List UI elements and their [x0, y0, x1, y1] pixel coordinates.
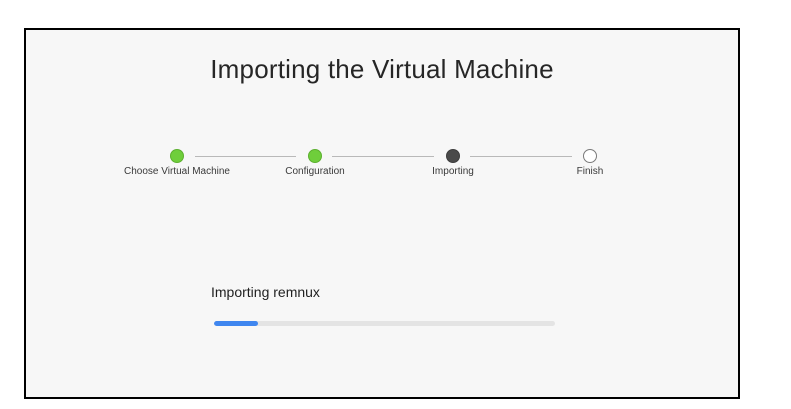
- step-label-configuration: Configuration: [285, 166, 345, 177]
- step-indicator-choose-virtual-machine: [170, 149, 184, 163]
- step-connector: [195, 156, 296, 157]
- step-indicator-finish: [583, 149, 597, 163]
- step-indicator-configuration: [308, 149, 322, 163]
- progress-bar: [214, 321, 555, 326]
- step-label-importing: Importing: [432, 166, 474, 177]
- page-title: Importing the Virtual Machine: [210, 54, 554, 84]
- progress-bar-fill: [214, 321, 259, 326]
- step-label-finish: Finish: [576, 166, 604, 177]
- step-connector: [470, 156, 572, 157]
- step-indicator-importing: [446, 149, 460, 163]
- progress-status-text: Importing remnux: [211, 284, 320, 300]
- step-connector: [332, 156, 434, 157]
- step-label-choose-virtual-machine: Choose Virtual Machine: [124, 166, 230, 177]
- import-window: Importing the Virtual Machine Choose Vir…: [24, 28, 740, 399]
- progress-stepper: Choose Virtual Machine Configuration Imp…: [26, 30, 738, 397]
